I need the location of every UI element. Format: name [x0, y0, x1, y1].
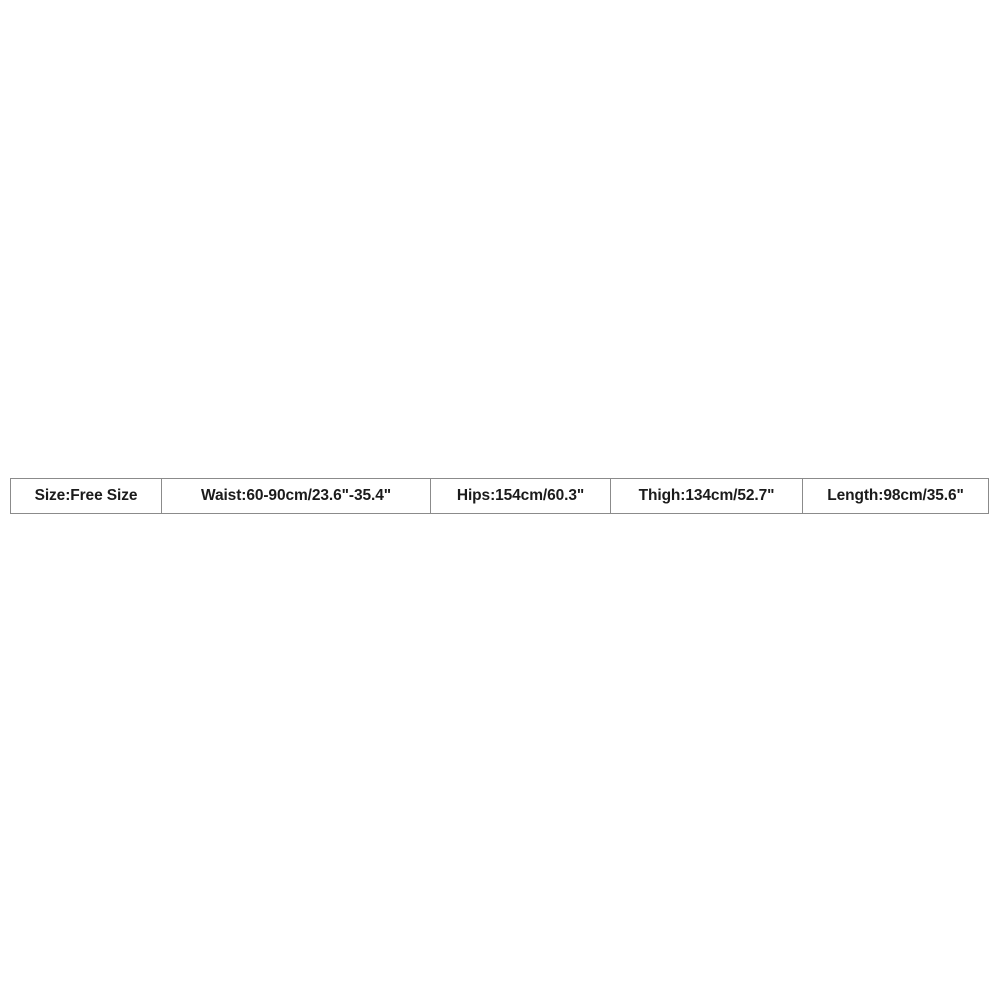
size-chart-cell-waist: Waist:60-90cm/23.6"-35.4" [162, 479, 431, 513]
size-chart-cell-size-label: Size:Free Size [34, 487, 138, 505]
size-chart-cell-size: Size:Free Size [11, 479, 162, 513]
size-chart-cell-length: Length:98cm/35.6" [803, 479, 988, 513]
size-chart-cell-hips-label: Hips:154cm/60.3" [456, 487, 585, 505]
size-chart-cell-length-label: Length:98cm/35.6" [827, 487, 964, 505]
size-chart-cell-waist-label: Waist:60-90cm/23.6"-35.4" [201, 487, 391, 505]
size-chart-cell-thigh-label: Thigh:134cm/52.7" [638, 487, 775, 505]
size-chart-cell-hips: Hips:154cm/60.3" [431, 479, 611, 513]
size-chart-table: Size:Free Size Waist:60-90cm/23.6"-35.4"… [10, 478, 989, 514]
size-chart-cell-thigh: Thigh:134cm/52.7" [611, 479, 803, 513]
